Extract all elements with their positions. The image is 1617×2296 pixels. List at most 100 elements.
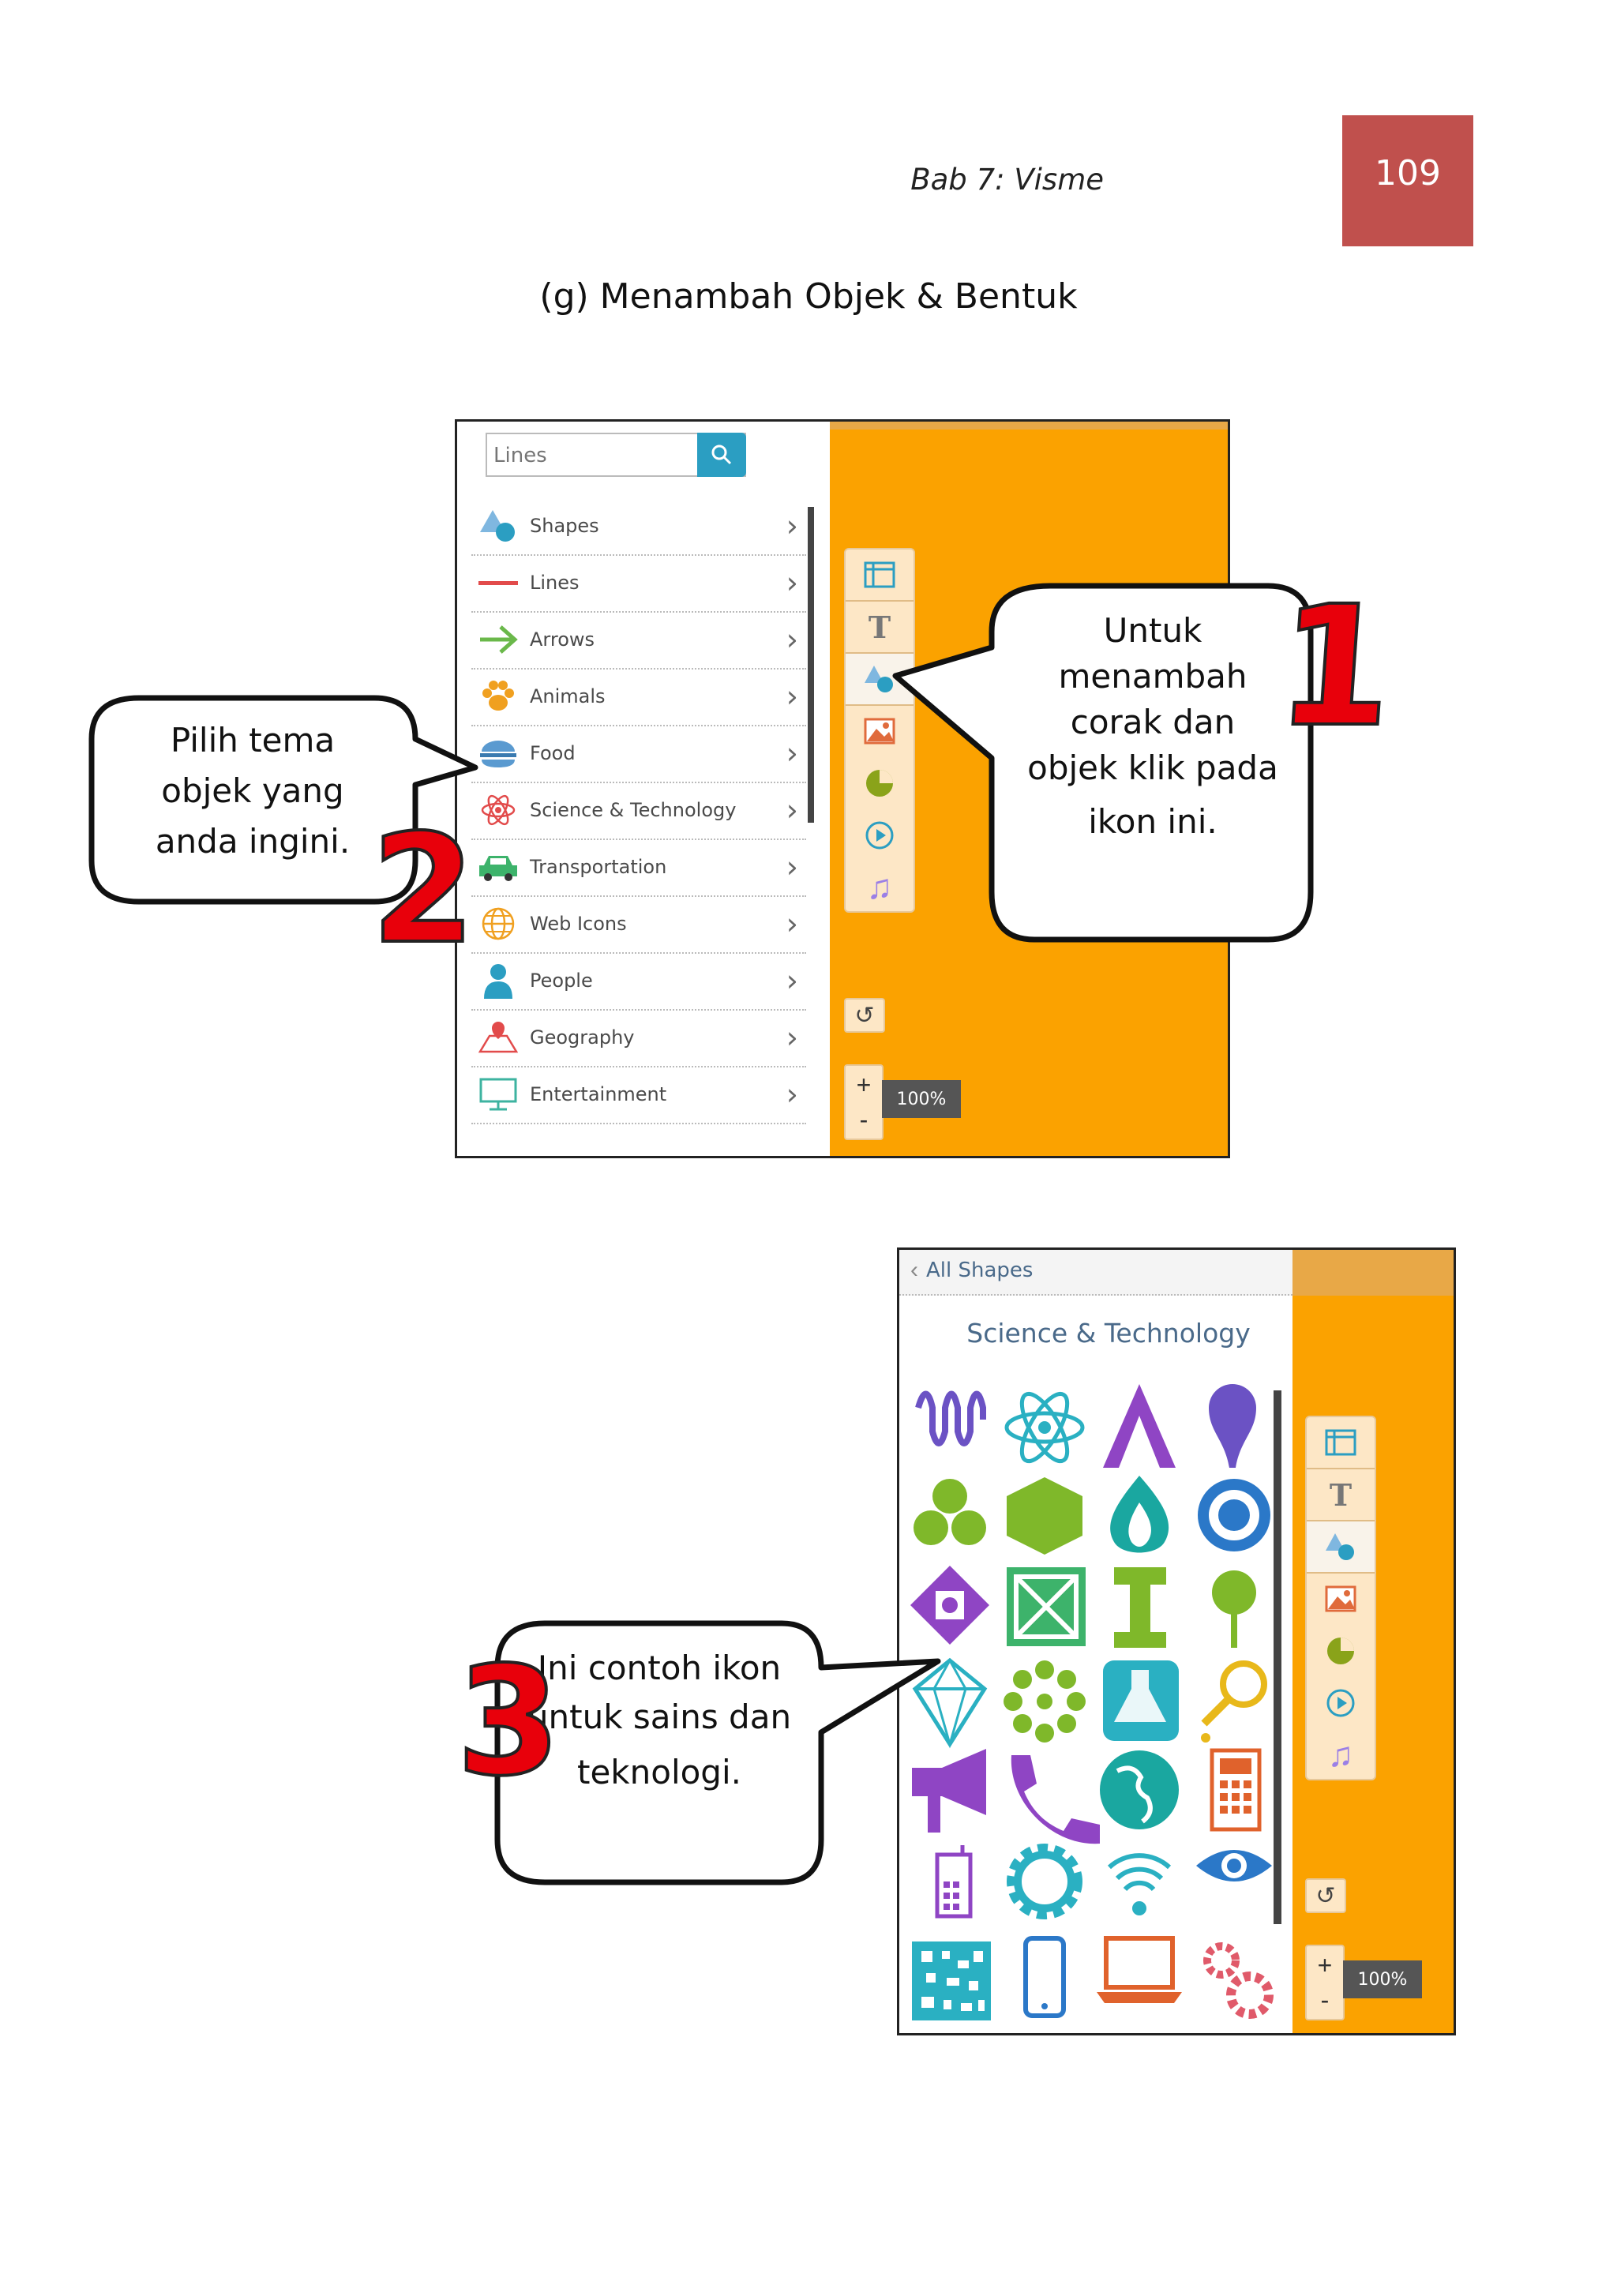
play-circle-icon xyxy=(1326,1689,1355,1717)
image-icon xyxy=(1325,1585,1356,1612)
menu-item-label: Web Icons xyxy=(530,913,627,935)
chapter-label: Bab 7: Visme xyxy=(910,163,1104,197)
undo-button[interactable]: ↺ xyxy=(1305,1878,1346,1913)
calculator-icon[interactable] xyxy=(1210,1748,1262,1832)
menu-item-animals[interactable]: Animals› xyxy=(471,668,806,726)
person-icon xyxy=(475,961,522,1000)
editor-toolbar: T ♫ xyxy=(844,548,915,913)
shapes-scrollbar[interactable] xyxy=(1274,1390,1281,1924)
zoom-out-button[interactable]: - xyxy=(859,1105,869,1134)
car-icon xyxy=(475,847,522,887)
magnifier-icon[interactable] xyxy=(1201,1660,1267,1743)
chevron-right-icon: › xyxy=(786,906,798,941)
chevron-right-icon: › xyxy=(786,565,798,600)
page-number: 109 xyxy=(1375,153,1441,193)
gear-icon[interactable] xyxy=(1007,1844,1082,1919)
toolbar-image-button[interactable] xyxy=(1307,1574,1375,1624)
menu-item-food[interactable]: Food› xyxy=(471,725,806,783)
flask-icon[interactable] xyxy=(1103,1660,1179,1741)
zoom-in-button[interactable]: + xyxy=(856,1071,872,1099)
megaphone-icon[interactable] xyxy=(912,1749,986,1833)
menu-item-label: Shapes xyxy=(530,515,599,537)
menu-item-shapes[interactable]: Shapes› xyxy=(471,497,806,556)
mobile-phone-icon[interactable] xyxy=(935,1845,973,1919)
menu-scrollbar[interactable] xyxy=(808,507,814,823)
menu-item-label: Arrows xyxy=(530,628,595,651)
qr-code-icon[interactable] xyxy=(912,1941,991,2020)
callout-2-text: Pilih tema objek yang anda ingini. xyxy=(95,715,411,867)
menu-item-label: Food xyxy=(530,742,576,764)
box-x-icon[interactable] xyxy=(1007,1567,1086,1646)
menu-item-arrows[interactable]: Arrows › xyxy=(471,611,806,670)
atom-icon[interactable] xyxy=(1004,1387,1085,1467)
image-icon xyxy=(864,718,895,745)
diamond-icon[interactable] xyxy=(912,1657,988,1749)
step-number-2: 2 xyxy=(370,802,477,977)
menu-item-web-icons[interactable]: Web Icons › xyxy=(471,895,806,954)
chevron-right-icon: › xyxy=(786,622,798,657)
i-beam-icon[interactable] xyxy=(1114,1567,1166,1648)
zoom-out-button[interactable]: - xyxy=(1320,1986,1330,2014)
search-input[interactable] xyxy=(492,439,692,472)
section-title: (g) Menambah Objek & Bentuk xyxy=(539,276,1078,317)
location-pin-icon[interactable] xyxy=(1209,1384,1256,1468)
toolbar-text-button[interactable]: T xyxy=(846,602,914,652)
back-to-all-shapes-link[interactable]: ‹ All Shapes xyxy=(910,1255,1033,1286)
callout-2-line: Pilih tema xyxy=(170,721,336,760)
toolbar-layout-button[interactable] xyxy=(1307,1417,1375,1468)
callout-1-line: menambah xyxy=(1058,657,1247,696)
callout-1-bubble xyxy=(892,583,1314,943)
eye-icon[interactable] xyxy=(1196,1850,1272,1881)
callout-3-line: Ini contoh ikon xyxy=(537,1649,782,1687)
smartphone-icon[interactable] xyxy=(1023,1936,1066,2018)
undo-icon: ↺ xyxy=(854,1002,875,1029)
callout-2-line: anda ingini. xyxy=(155,822,351,861)
flame-icon[interactable] xyxy=(1110,1476,1169,1553)
paw-icon xyxy=(475,677,522,716)
toolbar-text-button[interactable]: T xyxy=(1307,1469,1375,1520)
callout-3-bubble xyxy=(494,1620,941,1885)
zoom-in-button[interactable]: + xyxy=(1317,1951,1333,1979)
menu-item-lines[interactable]: Lines› xyxy=(471,554,806,613)
toolbar-chart-button[interactable] xyxy=(846,758,914,808)
undo-button[interactable]: ↺ xyxy=(844,998,885,1033)
pie-chart-icon xyxy=(1327,1638,1354,1664)
phone-icon[interactable] xyxy=(1011,1755,1100,1844)
menu-item-transportation[interactable]: Transportation› xyxy=(471,838,806,897)
toolbar-layout-button[interactable] xyxy=(846,550,914,600)
earth-globe-icon[interactable] xyxy=(1100,1750,1179,1829)
menu-item-geography[interactable]: Geography› xyxy=(471,1009,806,1067)
tree-icon[interactable] xyxy=(1212,1570,1256,1648)
menu-item-entertainment[interactable]: Entertainment› xyxy=(471,1066,806,1124)
wave-icon[interactable] xyxy=(915,1390,986,1446)
hexagon-icon[interactable] xyxy=(1007,1477,1082,1555)
callout-2-line: objek yang xyxy=(161,771,344,810)
chevron-left-icon: ‹ xyxy=(910,1257,918,1283)
three-circles-icon[interactable] xyxy=(914,1479,986,1545)
toolbar-audio-button[interactable]: ♫ xyxy=(1307,1730,1375,1780)
toolbar-chart-button[interactable] xyxy=(1307,1626,1375,1676)
menu-item-label: Entertainment xyxy=(530,1083,667,1105)
toolbar-media-button[interactable] xyxy=(1307,1678,1375,1728)
canvas-top-strip xyxy=(830,422,1228,430)
layout-icon xyxy=(864,561,895,588)
compass-icon[interactable] xyxy=(910,1566,989,1645)
wifi-icon[interactable] xyxy=(1107,1853,1172,1915)
callout-1-text: Untuk menambah corak dan objek klik pada… xyxy=(995,608,1311,845)
search-button[interactable] xyxy=(697,433,746,477)
dots-ring-icon[interactable] xyxy=(1004,1660,1086,1743)
toolbar-audio-button[interactable]: ♫ xyxy=(846,862,914,913)
toolbar-image-button[interactable] xyxy=(846,706,914,756)
gears-icon[interactable] xyxy=(1203,1942,1274,2019)
menu-item-label: People xyxy=(530,970,593,992)
toolbar-shapes-button[interactable] xyxy=(1307,1521,1375,1572)
target-icon[interactable] xyxy=(1198,1479,1270,1551)
laptop-icon[interactable] xyxy=(1097,1936,1182,2003)
toolbar-media-button[interactable] xyxy=(846,810,914,861)
screenshot-shapes-menu: Shapes›Lines›Arrows›Animals›Food›Science… xyxy=(455,419,1230,1158)
letter-a-icon[interactable] xyxy=(1103,1384,1176,1468)
menu-item-label: Animals xyxy=(530,685,606,707)
menu-item-people[interactable]: People› xyxy=(471,952,806,1011)
menu-item-science-and-technology[interactable]: Science & Technology› xyxy=(471,782,806,840)
